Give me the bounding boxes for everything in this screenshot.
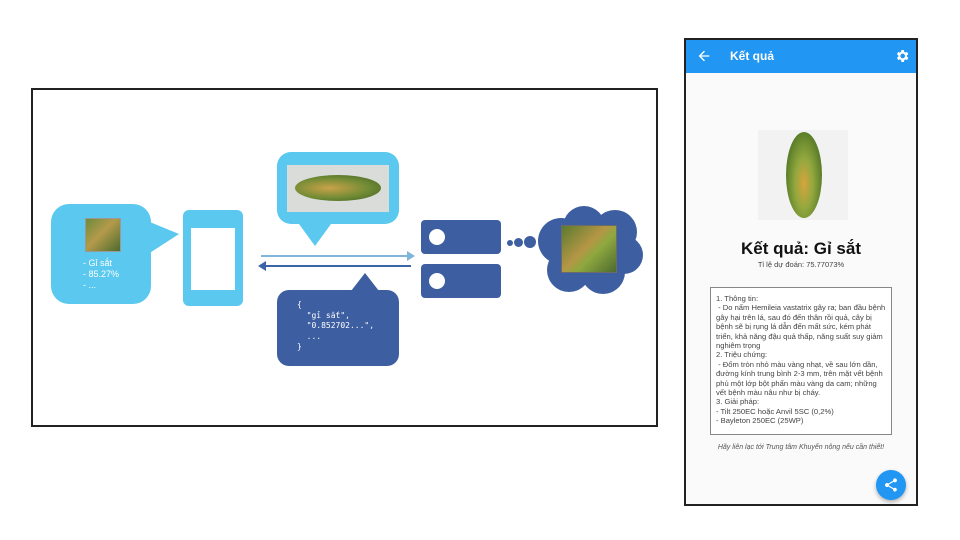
- share-button[interactable]: [876, 470, 906, 500]
- server-led: [429, 273, 445, 289]
- cloud-dot: [514, 238, 523, 247]
- architecture-diagram: - Gỉ sắt - 85.27% - ... { "gỉ sắt", "0.8…: [31, 88, 658, 427]
- upload-bubble-tail: [299, 224, 331, 246]
- leaf-shape: [295, 175, 381, 201]
- phone-icon: [183, 210, 243, 306]
- leaf-shape: [786, 132, 822, 218]
- cloud-dot: [507, 240, 513, 246]
- page-title: Kết quả: [730, 49, 775, 63]
- phone-screen: [191, 228, 235, 290]
- response-bubble-tail: [351, 273, 379, 291]
- disease-info-box[interactable]: 1. Thông tin: - Do nấm Hemileia vastatri…: [710, 287, 892, 435]
- share-icon: [885, 478, 897, 492]
- client-bubble-tail: [145, 220, 179, 256]
- response-json: { "gỉ sắt", "0.852702...", ... }: [297, 300, 375, 351]
- prediction-rate: Tỉ lệ dự đoán: 75.77073%: [757, 260, 845, 269]
- result-title: Kết quả: Gỉ sắt: [741, 239, 861, 258]
- server-icon: [421, 220, 501, 254]
- result-leaf-image: [758, 130, 848, 220]
- app-screenshot: Kết quả Kết quả: Gỉ sắt Tỉ lệ dự đoán: 7…: [684, 38, 918, 506]
- uploaded-leaf-image: [287, 165, 389, 212]
- arrow-back-icon[interactable]: [696, 48, 712, 64]
- server-led: [429, 229, 445, 245]
- disease-info-text: 1. Thông tin: - Do nấm Hemileia vastatri…: [716, 294, 886, 426]
- client-result-text: - Gỉ sắt - 85.27% - ...: [83, 258, 120, 290]
- gear-icon[interactable]: [894, 48, 910, 64]
- response-arrow: [258, 261, 411, 271]
- server-icon: [421, 264, 501, 298]
- cloud-leaf-image: [561, 225, 617, 273]
- footer-note: Hãy liên lạc tới Trung tâm Khuyến nông n…: [717, 444, 885, 451]
- app-bar: Kết quả: [686, 40, 916, 73]
- cloud-dot: [524, 236, 536, 248]
- leaf-thumbnail: [85, 218, 121, 252]
- response-bubble: [277, 290, 399, 366]
- request-arrow: [261, 251, 415, 261]
